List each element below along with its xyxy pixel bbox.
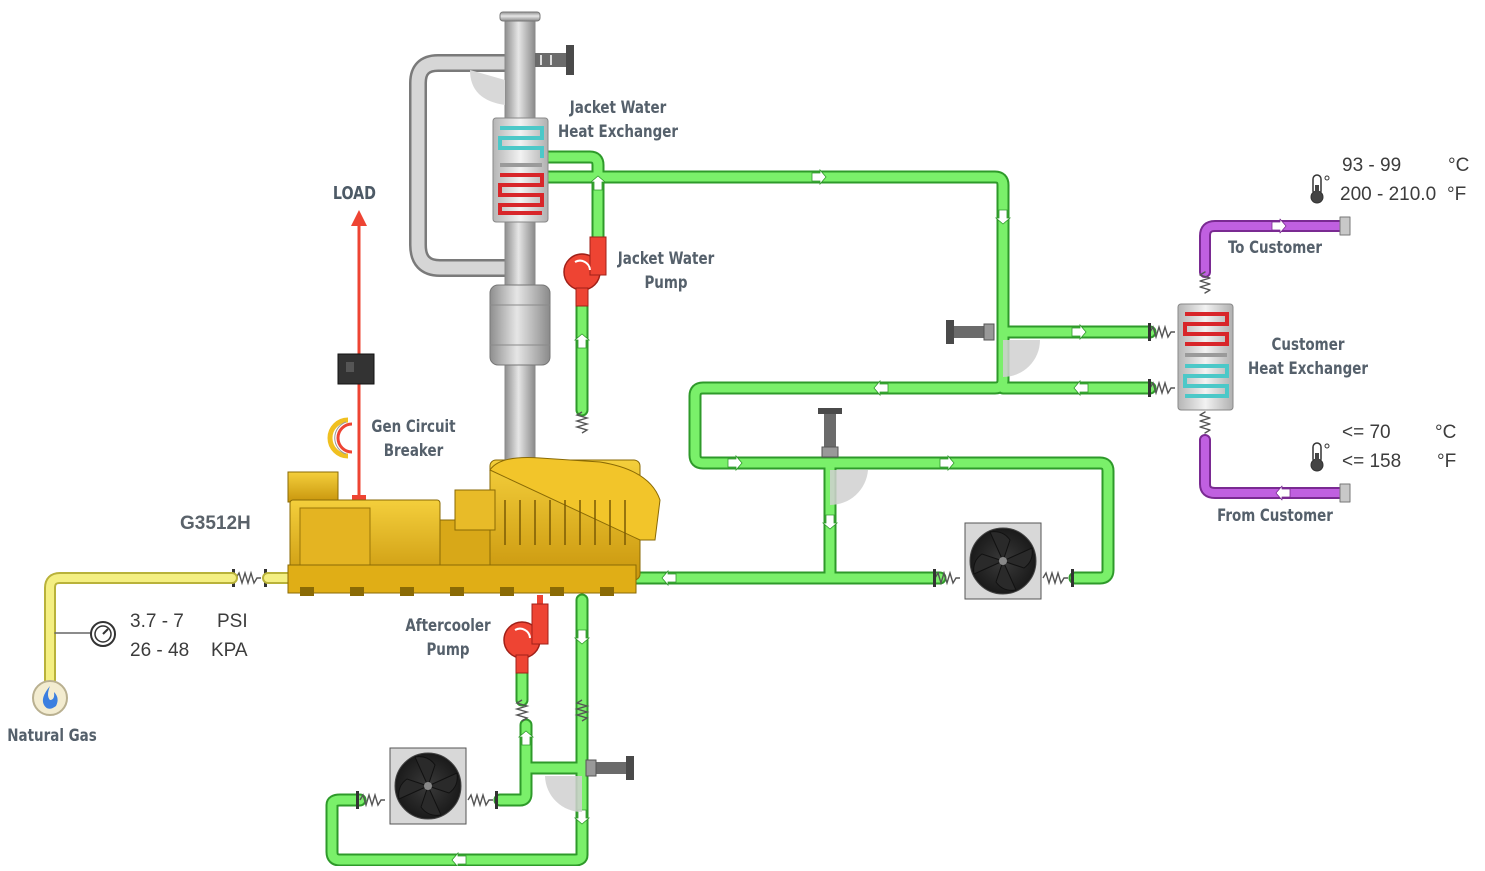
- customer-heat-exchanger-icon: [1177, 303, 1234, 411]
- return-temp-c-unit: °C: [1435, 422, 1457, 443]
- gas-pressure-psi-unit: PSI: [217, 611, 248, 632]
- supply-temp-f-value: 200 - 210.0: [1340, 184, 1437, 205]
- jacket-water-radiator-fan-icon[interactable]: [964, 522, 1042, 600]
- aftercooler-valve-icon[interactable]: [585, 756, 634, 780]
- gas-pressure-kpa-unit: KPA: [211, 640, 248, 661]
- gen-breaker-label-line2: Breaker: [383, 441, 444, 461]
- jacket-water-pump-icon[interactable]: [563, 236, 607, 307]
- customer-hx-label-line1: Customer: [1271, 335, 1345, 355]
- bypass-valve-icon[interactable]: [818, 408, 842, 458]
- return-temp-f-unit: °F: [1437, 451, 1457, 472]
- customer-hx-label-line2: Heat Exchanger: [1247, 359, 1369, 379]
- aftercooler-pump-label-line1: Aftercooler: [405, 616, 491, 636]
- customer-hx-label: Customer Heat Exchanger: [1244, 333, 1372, 381]
- gen-breaker-label-line1: Gen Circuit: [371, 417, 456, 437]
- supply-temp-c-value: 93 - 99: [1342, 155, 1402, 176]
- aftercooler-pump-icon[interactable]: [503, 603, 549, 674]
- gas-pressure-psi-value: 3.7 - 7: [130, 611, 184, 632]
- jacket-water-hx-label-line1: Jacket Water: [569, 98, 667, 118]
- jacket-water-pump-label-line1: Jacket Water: [617, 249, 715, 269]
- supply-temp-c-unit: °C: [1448, 155, 1470, 176]
- jacket-water-pump-label: Jacket Water Pump: [608, 247, 724, 295]
- return-temp-f-value: <= 158: [1342, 451, 1402, 472]
- natural-gas-flame-icon: [32, 680, 68, 716]
- supply-temp-f-unit: °F: [1447, 184, 1467, 205]
- jacket-water-hx-label: Jacket Water Heat Exchanger: [556, 96, 679, 144]
- gen-breaker-label: Gen Circuit Breaker: [363, 415, 464, 463]
- gas-line: [44, 572, 296, 686]
- natural-gas-label: Natural Gas: [7, 726, 97, 746]
- aftercooler-pump-label-line2: Pump: [426, 640, 470, 660]
- exhaust-valve[interactable]: [535, 45, 574, 75]
- return-thermometer-icon: [1310, 442, 1330, 472]
- genset-engine: [287, 457, 661, 610]
- gas-pressure-kpa-value: 26 - 48: [130, 640, 190, 661]
- customer-loop: [1199, 216, 1351, 503]
- jacket-water-hx-label-line2: Heat Exchanger: [557, 122, 679, 142]
- pressure-gauge-icon: [90, 621, 116, 647]
- circuit-breaker-icon[interactable]: [327, 353, 375, 459]
- from-customer-label: From Customer: [1217, 506, 1333, 526]
- to-customer-label: To Customer: [1227, 238, 1323, 258]
- engine-model-label: G3512H: [180, 513, 251, 534]
- thermostatic-valve-shading: [545, 340, 1040, 812]
- supply-thermometer-icon: [1310, 174, 1330, 204]
- exhaust-stack: [409, 11, 551, 461]
- aftercooler-radiator-fan-icon[interactable]: [389, 747, 467, 825]
- jacket-water-pump-label-line2: Pump: [644, 273, 688, 293]
- customer-loop-valve-icon[interactable]: [946, 320, 995, 344]
- aftercooler-pump-label: Aftercooler Pump: [400, 614, 497, 662]
- flow-arrows: [451, 168, 1089, 869]
- load-label: LOAD: [332, 183, 377, 204]
- jacket-water-heat-exchanger-icon: [492, 117, 549, 223]
- return-temp-c-value: <= 70: [1342, 422, 1391, 443]
- flex-connectors: [235, 324, 1175, 808]
